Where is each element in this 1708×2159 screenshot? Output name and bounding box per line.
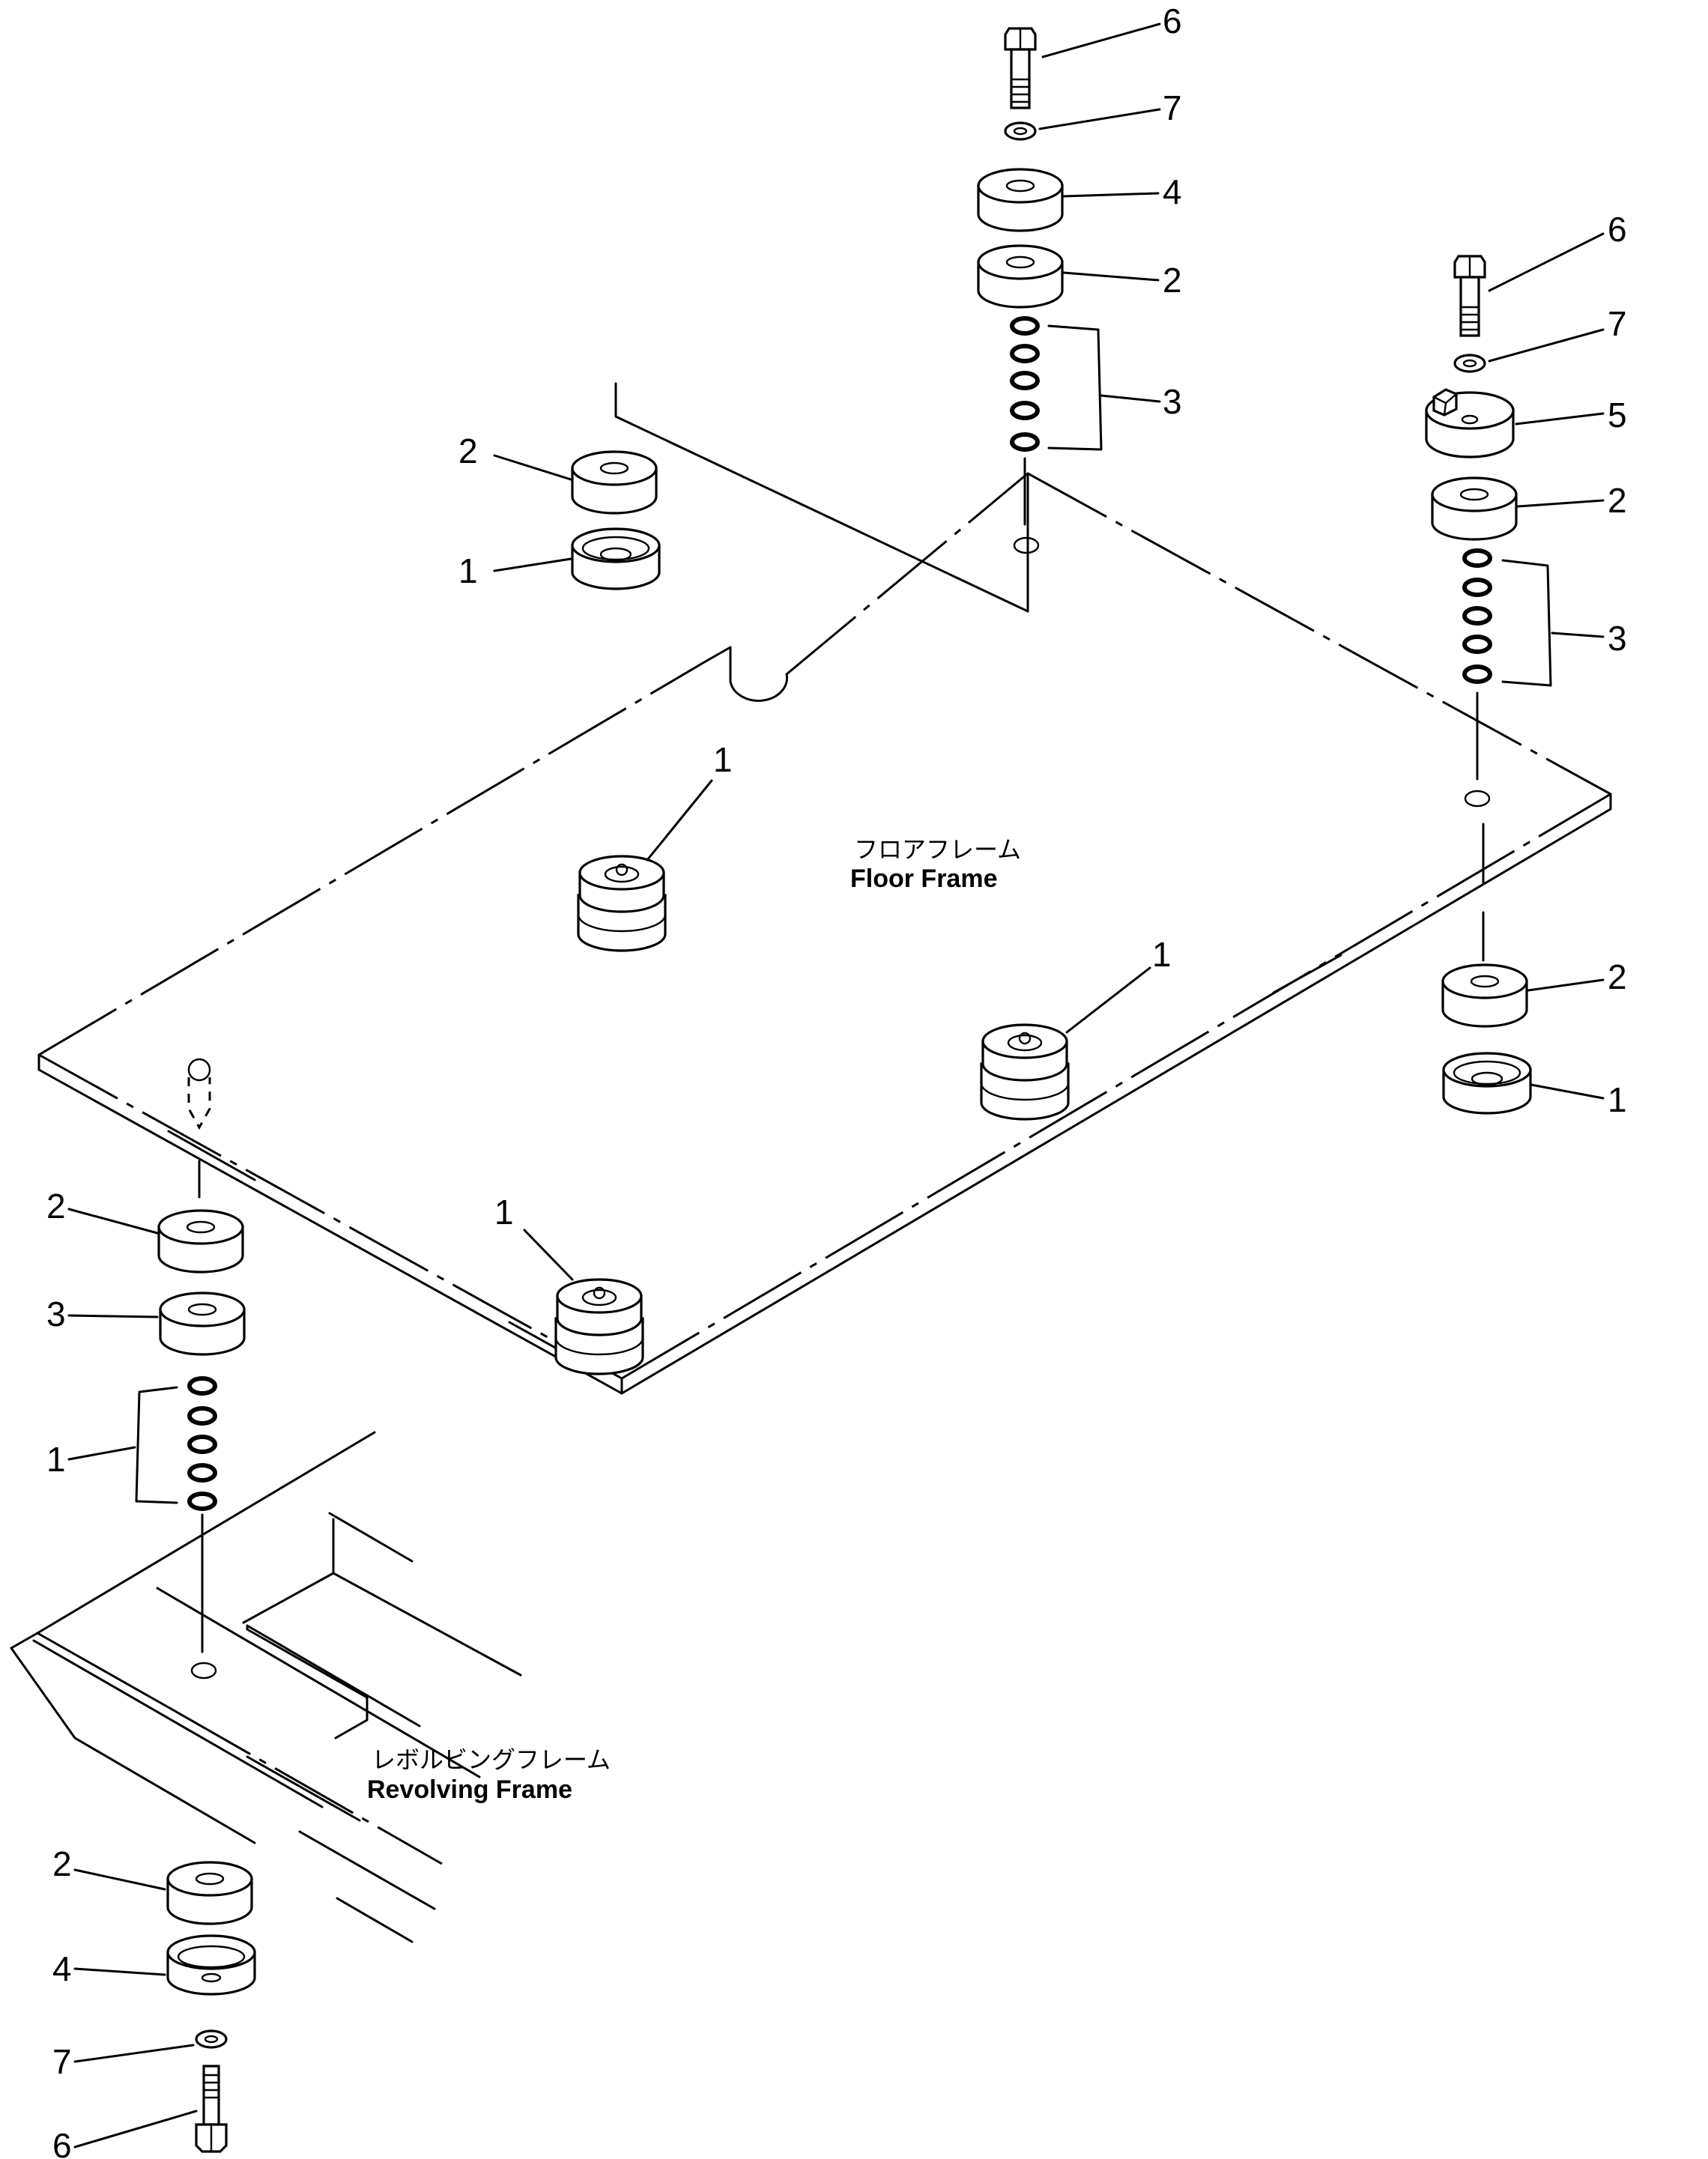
- callout-2-right: 2: [1608, 481, 1627, 520]
- callout-5-right: 5: [1608, 396, 1627, 434]
- callout-7-right: 7: [1608, 304, 1627, 343]
- callout-numbers: 6 7 4 2 3 6 7 5 2 3 2 1 1 1 2 1 1 2 3 1 …: [46, 1, 1627, 2159]
- callout-6-bottom: 6: [52, 2126, 72, 2159]
- callout-2-left: 3: [46, 1295, 66, 1333]
- mount-1-top-left: [577, 855, 667, 952]
- callout-1-mount-top: 1: [713, 740, 733, 779]
- stack-top-center: [977, 27, 1103, 554]
- callout-1-mount-center: 1: [1152, 935, 1172, 974]
- revolving-frame: [10, 1431, 522, 1943]
- callout-3-left: 1: [46, 1440, 66, 1479]
- callout-1-left: 2: [46, 1187, 66, 1226]
- floor-frame-plate: [37, 382, 1612, 1395]
- revolving-frame-label-jp: レボルビングフレーム: [372, 1745, 611, 1774]
- callout-1-mount-bottom: 1: [494, 1193, 514, 1232]
- callout-2-top: 2: [1163, 261, 1182, 300]
- stack-left-bottom: [135, 1058, 256, 2153]
- leader-lines: [67, 22, 1605, 2149]
- callout-4-bottom: 4: [52, 1949, 72, 1988]
- floor-frame-label-jp: フロアフレーム: [854, 835, 1021, 864]
- callout-3-top: 3: [1163, 382, 1182, 421]
- callout-2-left-top: 2: [458, 432, 478, 470]
- floor-frame-label-en: Floor Frame: [850, 864, 997, 893]
- mount-1-center-right: [980, 1023, 1070, 1121]
- callout-6-top: 6: [1163, 1, 1182, 40]
- callout-1-right-lower: 1: [1608, 1080, 1627, 1119]
- callout-4-top: 4: [1163, 172, 1182, 211]
- callout-2-bottom: 2: [52, 1844, 72, 1883]
- callout-7-bottom: 7: [52, 2042, 72, 2081]
- callout-1-left-top: 1: [458, 551, 478, 590]
- callout-6-right: 6: [1608, 210, 1627, 249]
- stack-right: [1425, 255, 1552, 1115]
- callout-3-right: 3: [1608, 619, 1627, 658]
- revolving-frame-label-en: Revolving Frame: [367, 1775, 572, 1804]
- callout-7-top: 7: [1163, 88, 1182, 127]
- mount-1-bottom: [554, 1278, 644, 1375]
- callout-2-right-lower: 2: [1608, 957, 1627, 996]
- stack-left-top: [571, 450, 661, 590]
